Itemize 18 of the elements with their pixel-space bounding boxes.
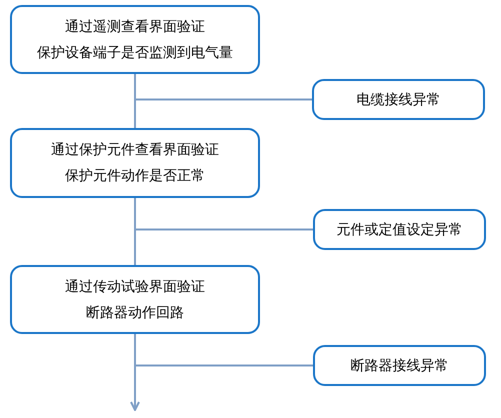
connector-line xyxy=(134,74,312,100)
process-box xyxy=(10,128,260,198)
box-text: 元件或定值设定异常 xyxy=(336,220,462,238)
result-box xyxy=(312,79,485,120)
box-text: 电缆接线异常 xyxy=(356,90,440,108)
box-text: 断路器动作回路 xyxy=(86,304,184,322)
connector-line xyxy=(134,334,313,366)
box-text: 保护元件动作是否正常 xyxy=(65,167,205,185)
result-box xyxy=(313,345,486,386)
box-text: 保护设备端子是否监测到电气量 xyxy=(37,44,233,62)
box-text: 断路器接线异常 xyxy=(350,356,448,374)
result-box xyxy=(313,209,486,250)
box-text: 通过保护元件查看界面验证 xyxy=(51,141,219,159)
process-box xyxy=(10,5,260,74)
box-text: 通过遥测查看界面验证 xyxy=(65,18,205,36)
box-text: 通过传动试验界面验证 xyxy=(65,278,205,296)
process-box xyxy=(10,265,260,334)
connector-line xyxy=(134,198,313,230)
